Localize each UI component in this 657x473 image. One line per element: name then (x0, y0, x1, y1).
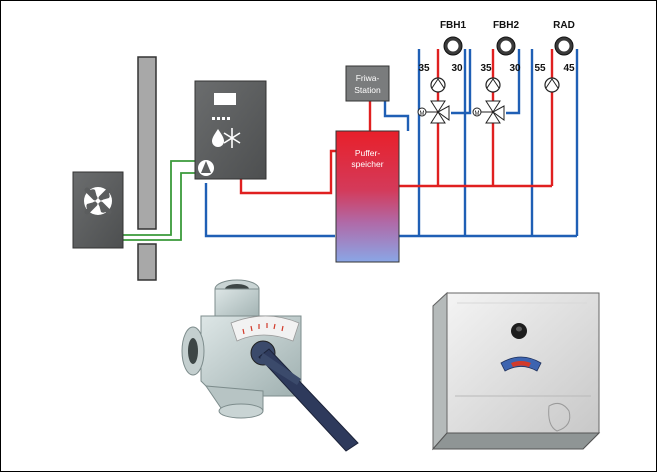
mixing-valve-photo (181, 279, 359, 452)
thermometer-icon (554, 36, 574, 56)
temperature-labels: 35 30 35 30 55 45 (418, 63, 575, 74)
supply-temp: 35 (418, 63, 430, 74)
pump-icon (544, 77, 560, 93)
snowflake-drop-icon (212, 128, 241, 148)
supply-temp: 35 (480, 63, 492, 74)
pump-icon (485, 77, 501, 93)
return-pipes (204, 49, 579, 238)
supply-temp: 55 (534, 63, 546, 74)
return-temp: 30 (509, 63, 521, 74)
friwa-label-line2: Station (354, 85, 381, 95)
return-temp: 30 (451, 63, 463, 74)
buffer-label-line2: speicher (351, 159, 383, 169)
circuit-labels: FBH1 FBH2 RAD (440, 20, 575, 31)
buffer-label-line1: Puffer- (355, 148, 381, 158)
three-way-valve-icon: M (472, 100, 505, 124)
friwa-label-line1: Friwa- (356, 73, 380, 83)
wall (137, 56, 157, 281)
return-temp: 45 (563, 63, 575, 74)
buffer-tank: Puffer- speicher (335, 130, 400, 263)
mixing-valves: M M (417, 100, 505, 124)
three-way-valve-icon: M (417, 100, 450, 124)
pump-icon (430, 77, 446, 93)
circulation-pumps (430, 77, 560, 93)
svg-text:M: M (420, 111, 425, 117)
pump-icon (198, 160, 214, 176)
outdoor-unit (72, 171, 124, 249)
refrigerant-lines (122, 160, 197, 241)
indicator-dots (212, 117, 230, 120)
circuit-name: FBH2 (493, 20, 520, 31)
fan-icon (84, 187, 112, 215)
actuator-photo (431, 291, 601, 451)
svg-text:M: M (475, 111, 480, 117)
thermometer-icon (443, 36, 463, 56)
circuit-name: RAD (553, 20, 575, 31)
circuit-name: FBH1 (440, 20, 467, 31)
frischwasser-station: Friwa- Station (345, 65, 390, 102)
thermometer-icons (443, 36, 574, 56)
indoor-unit (194, 80, 267, 180)
thermometer-icon (496, 36, 516, 56)
unit-display (214, 93, 236, 105)
